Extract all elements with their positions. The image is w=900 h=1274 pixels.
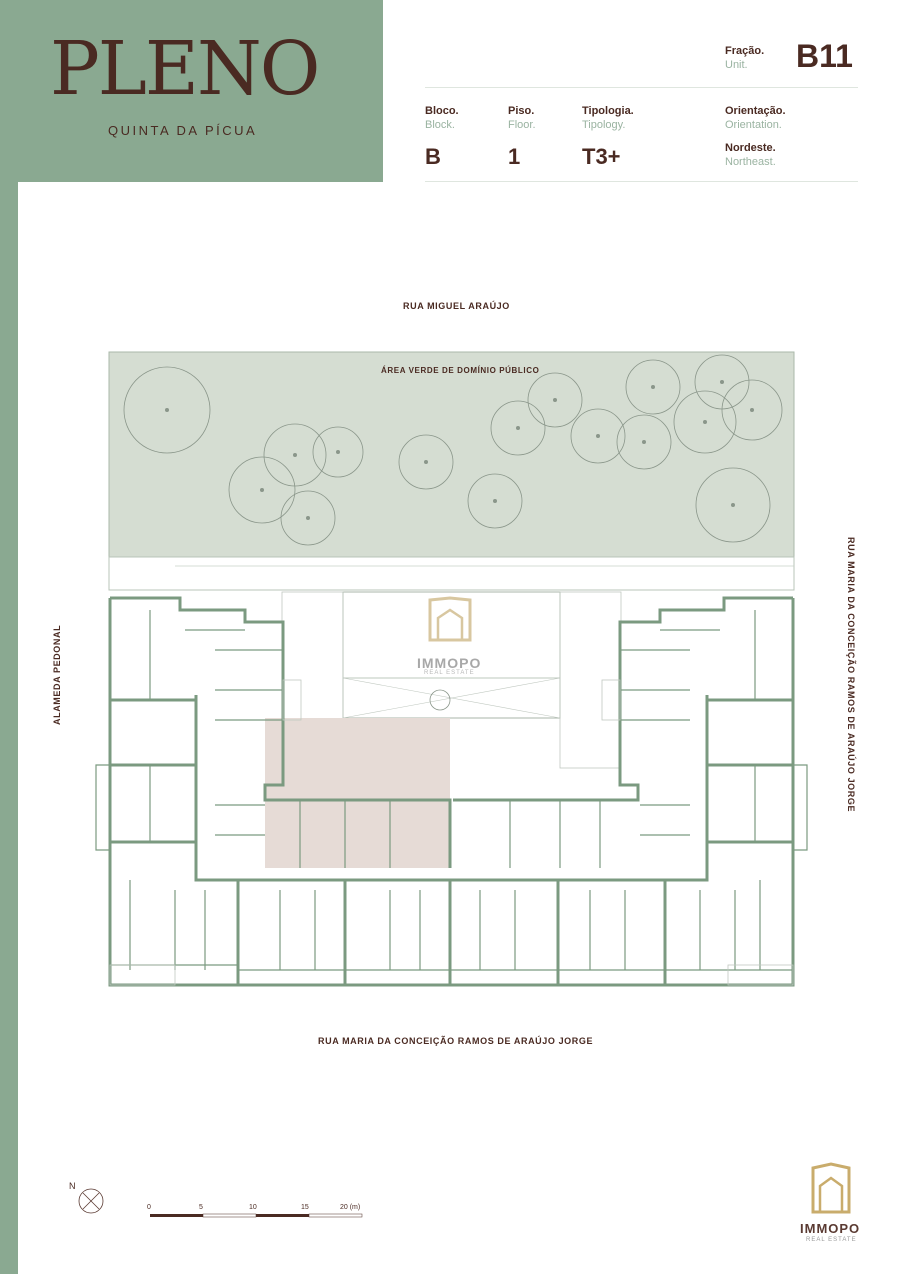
scale-tick-20: 20 (m) [340,1204,361,1211]
tipologia-label: Tipologia. [582,105,634,117]
north-compass-icon [78,1188,104,1214]
compass-label: N [69,1181,76,1191]
fracao-value: B11 [796,38,853,74]
highlighted-unit [265,718,450,868]
brand-name: PLENO [50,26,320,112]
street-bottom-label: RUA MARIA DA CONCEIÇÃO RAMOS DE ARAÚJO J… [318,1036,594,1046]
left-color-strip [0,0,18,1274]
street-top-label: RUA MIGUEL ARAÚJO [403,301,510,311]
bloco-label-en: Block. [425,119,455,131]
divider [425,87,858,88]
trees [123,354,783,546]
divider [425,181,858,182]
scale-tick-10: 10 [249,1204,257,1211]
brand-header-box: PLENO QUINTA DA PÍCUA [0,0,383,182]
watermark-name: IMMOPO [417,655,482,671]
footer-logo-icon [811,1162,851,1214]
scale-bar [150,1213,363,1218]
piso-label-en: Floor. [508,119,536,131]
tipologia-label-en: Tipology. [582,119,626,131]
brand-subtitle: QUINTA DA PÍCUA [108,123,258,138]
bloco-label: Bloco. [425,105,459,117]
bloco-value: B [425,144,441,169]
watermark-tagline: REAL ESTATE [424,670,475,676]
scale-tick-15: 15 [301,1204,309,1211]
building-walls [108,596,795,987]
tree-centers [165,380,754,520]
piso-label: Piso. [508,105,535,117]
orientacao-label: Orientação. [725,105,786,117]
piso-value: 1 [508,144,521,169]
interior-walls [95,610,808,971]
green-area-label: ÁREA VERDE DE DOMÍNIO PÚBLICO [381,366,540,375]
tipologia-value: T3+ [582,144,621,169]
scale-tick-5: 5 [199,1204,203,1211]
fracao-label: Fração. [725,45,765,57]
footer-logo-name: IMMOPO [800,1221,861,1236]
orientacao-value-en: Northeast. [725,156,776,168]
footer-logo-tagline: REAL ESTATE [806,1237,857,1243]
fracao-label-en: Unit. [725,59,748,71]
orientacao-label-en: Orientation. [725,119,782,131]
orientacao-value: Nordeste. [725,142,776,154]
scale-tick-0: 0 [147,1204,151,1211]
